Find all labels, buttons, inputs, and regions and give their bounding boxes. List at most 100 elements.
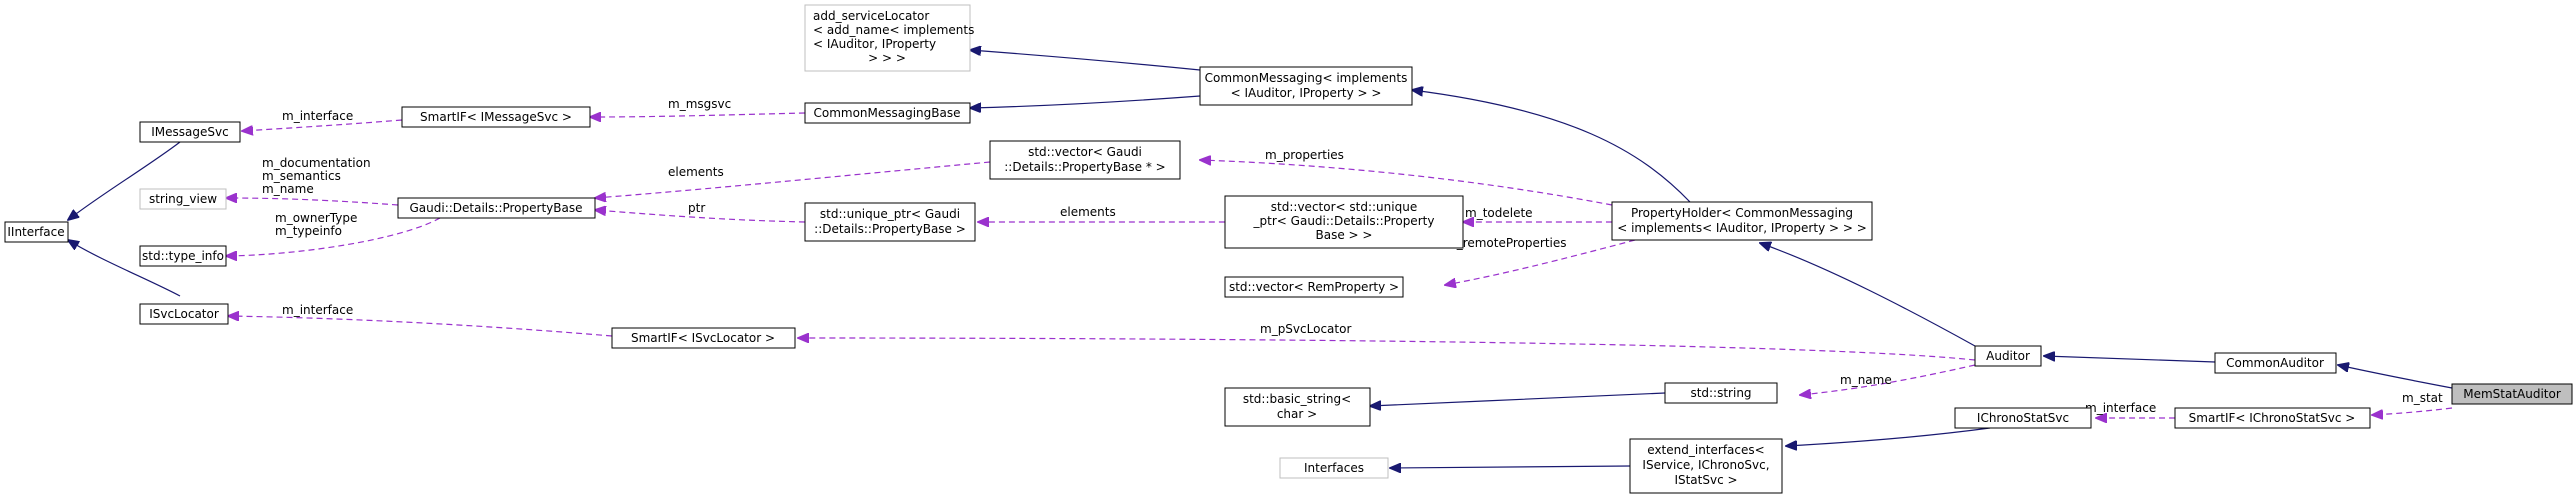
svg-text:std::vector< std::unique: std::vector< std::unique	[1271, 200, 1417, 214]
svg-text:IService, IChronoSvc,: IService, IChronoSvc,	[1642, 458, 1769, 472]
svg-text:< IAuditor, IProperty: < IAuditor, IProperty	[813, 37, 936, 51]
edge-ptr	[595, 210, 806, 223]
node-commonmessagingbase[interactable]: CommonMessagingBase	[804, 102, 971, 124]
node-propertyholder[interactable]: PropertyHolder< CommonMessaging < implem…	[1611, 201, 1873, 241]
svg-text:< IAuditor, IProperty > >: < IAuditor, IProperty > >	[1231, 86, 1382, 100]
label-ptr: ptr	[688, 201, 705, 215]
svg-text:SmartIF< IChronoStatSvc >: SmartIF< IChronoStatSvc >	[2189, 411, 2356, 425]
svg-text:MemStatAuditor: MemStatAuditor	[2463, 387, 2561, 401]
label-elements-vec: elements	[668, 165, 724, 179]
node-propertybase[interactable]: Gaudi::Details::PropertyBase	[397, 197, 596, 219]
label-m-interface-svc: m_interface	[282, 303, 353, 317]
svg-text:Gaudi::Details::PropertyBase: Gaudi::Details::PropertyBase	[410, 201, 583, 215]
svg-text:Interfaces: Interfaces	[1304, 461, 1364, 475]
label-elements-uniq: elements	[1060, 205, 1116, 219]
node-addservicelocator[interactable]: add_serviceLocator < add_name< implement…	[804, 4, 974, 72]
svg-text:add_serviceLocator: add_serviceLocator	[813, 9, 929, 23]
label-m-interface-chrono: m_interface	[2085, 401, 2156, 415]
svg-text:char >: char >	[1277, 407, 1317, 421]
svg-text:SmartIF< ISvcLocator >: SmartIF< ISvcLocator >	[631, 331, 775, 345]
svg-text:SmartIF< IMessageSvc >: SmartIF< IMessageSvc >	[420, 110, 572, 124]
svg-text:extend_interfaces<: extend_interfaces<	[1647, 443, 1764, 457]
label-m-stat: m_stat	[2402, 391, 2443, 405]
node-string-view[interactable]: string_view	[139, 188, 227, 210]
edge-commonauditor-to-auditor	[2044, 356, 2216, 363]
svg-text:Base > >: Base > >	[1316, 228, 1373, 242]
svg-text:string_view: string_view	[149, 192, 217, 206]
label-m-todelete: m_todelete	[1465, 206, 1533, 220]
svg-text:std::string: std::string	[1690, 386, 1751, 400]
label-m-name-string: m_name	[1840, 373, 1892, 387]
svg-text:CommonMessagingBase: CommonMessagingBase	[813, 106, 960, 120]
edge-commonmessaging-to-addservicelocator	[970, 50, 1201, 71]
edge-stdstring-to-basicstring	[1370, 392, 1666, 406]
label-m-msgsvc: m_msgsvc	[668, 97, 731, 111]
edge-m-psvclocator	[798, 338, 1976, 361]
usage-edges	[226, 113, 2453, 418]
edge-m-interface-svc	[228, 316, 613, 337]
edge-auditor-to-propertyholder	[1760, 243, 1976, 347]
label-m-remoteproperties: m_remoteProperties	[1445, 236, 1567, 250]
node-extend-interfaces[interactable]: extend_interfaces< IService, IChronoSvc,…	[1629, 438, 1783, 494]
node-vector-remproperty[interactable]: std::vector< RemProperty >	[1224, 276, 1404, 298]
node-vector-propertybase-ptr[interactable]: std::vector< Gaudi ::Details::PropertyBa…	[989, 140, 1181, 180]
edge-m-remoteproperties	[1445, 239, 1636, 285]
node-imessagesvc[interactable]: IMessageSvc	[139, 121, 241, 143]
edge-propertyholder-to-commonmessaging	[1412, 90, 1691, 203]
svg-text:::Details::PropertyBase * >: ::Details::PropertyBase * >	[1004, 160, 1165, 174]
label-m-properties: m_properties	[1265, 148, 1344, 162]
label-m-ownertype: m_ownerType	[275, 211, 357, 225]
node-basic-string[interactable]: std::basic_string< char >	[1224, 387, 1371, 427]
edge-propbase-to-typeinfo	[226, 217, 441, 256]
svg-text:Auditor: Auditor	[1986, 349, 2030, 363]
node-iinterface[interactable]: IInterface	[4, 221, 69, 243]
svg-text:::Details::PropertyBase >: ::Details::PropertyBase >	[814, 222, 966, 236]
svg-text:IInterface: IInterface	[7, 225, 64, 239]
svg-text:std::basic_string<: std::basic_string<	[1243, 392, 1351, 406]
svg-text:std::type_info: std::type_info	[142, 249, 224, 263]
edge-commonmessaging-to-commonmessagingbase	[970, 95, 1201, 108]
edge-m-stat	[2372, 407, 2453, 415]
node-interfaces[interactable]: Interfaces	[1279, 457, 1389, 479]
svg-text:PropertyHolder< CommonMessagin: PropertyHolder< CommonMessaging	[1631, 206, 1853, 220]
node-commonauditor[interactable]: CommonAuditor	[2214, 352, 2337, 374]
label-m-typeinfo: m_typeinfo	[275, 224, 342, 238]
svg-text:CommonAuditor: CommonAuditor	[2226, 356, 2324, 370]
edge-propbase-to-stringview	[226, 198, 399, 206]
svg-text:> > >: > > >	[868, 51, 906, 65]
svg-text:IStatSvc >: IStatSvc >	[1674, 473, 1737, 487]
svg-text:std::unique_ptr< Gaudi: std::unique_ptr< Gaudi	[820, 207, 960, 221]
svg-text:std::vector< Gaudi: std::vector< Gaudi	[1028, 145, 1142, 159]
label-m-name-propbase: m_name	[262, 182, 314, 196]
inheritance-edges	[68, 50, 2453, 468]
node-unique-ptr-propertybase[interactable]: std::unique_ptr< Gaudi ::Details::Proper…	[804, 202, 976, 242]
label-m-psvclocator: m_pSvcLocator	[1260, 322, 1351, 336]
node-isvclocator[interactable]: ISvcLocator	[139, 303, 229, 325]
label-m-documentation: m_documentation	[262, 156, 371, 170]
node-smartif-ichronostatsvc[interactable]: SmartIF< IChronoStatSvc >	[2174, 407, 2371, 429]
edge-m-properties	[1200, 160, 1613, 206]
node-ichronostatsvc[interactable]: IChronoStatSvc	[1954, 407, 2092, 429]
edge-memstat-to-commonauditor	[2338, 365, 2453, 389]
node-type-info[interactable]: std::type_info	[139, 245, 227, 267]
edge-imessagesvc-to-iinterface	[68, 141, 181, 220]
edge-elements-vec	[595, 161, 991, 198]
edge-m-msgsvc	[590, 113, 806, 117]
node-std-string[interactable]: std::string	[1664, 382, 1778, 404]
edge-extendinterfaces-to-interfaces	[1390, 466, 1631, 468]
svg-text:CommonMessaging< implements: CommonMessaging< implements	[1205, 71, 1408, 85]
svg-text:ISvcLocator: ISvcLocator	[149, 307, 219, 321]
svg-text:std::vector< RemProperty >: std::vector< RemProperty >	[1229, 280, 1399, 294]
node-auditor[interactable]: Auditor	[1974, 345, 2042, 367]
edge-m-interface-msg	[242, 119, 403, 131]
node-smartif-imessagesvc[interactable]: SmartIF< IMessageSvc >	[401, 106, 591, 128]
svg-text:< add_name< implements: < add_name< implements	[813, 23, 974, 37]
edge-ichrono-to-extendinterfaces	[1786, 427, 1991, 446]
node-vector-unique-ptr[interactable]: std::vector< std::unique _ptr< Gaudi::De…	[1224, 195, 1464, 249]
label-m-semantics: m_semantics	[262, 169, 341, 183]
node-memstatauditor[interactable]: MemStatAuditor	[2451, 383, 2573, 405]
node-commonmessaging[interactable]: CommonMessaging< implements < IAuditor, …	[1199, 66, 1413, 106]
svg-text:IChronoStatSvc: IChronoStatSvc	[1977, 411, 2069, 425]
node-smartif-isvclocator[interactable]: SmartIF< ISvcLocator >	[611, 327, 796, 349]
